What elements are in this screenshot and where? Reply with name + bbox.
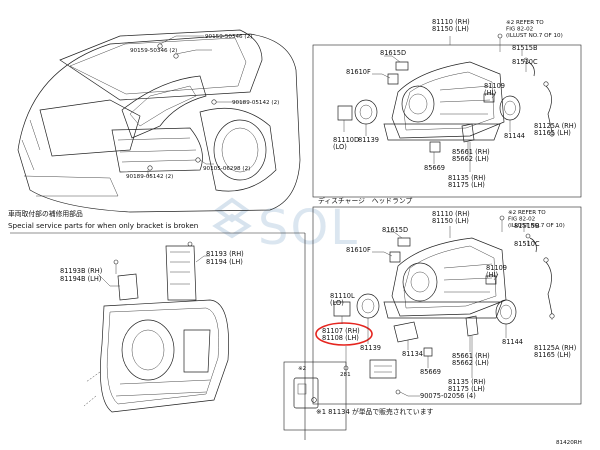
callout-90189-05142-b: 90189-05142 (2) (126, 174, 173, 180)
lower-81125a-line-2: 81165 (LH) (534, 351, 571, 359)
lower-refer-text: ※2 REFER TO FIG 82-02 (ILLUST NO.7 OF 10… (508, 210, 565, 229)
lower-81135-line-2: 81175 (LH) (448, 385, 485, 393)
upper-callout-81615d: 81615D (380, 49, 406, 57)
watermark: SOL (212, 197, 359, 256)
upper-refer-line-1: ※2 REFER TO (506, 20, 544, 26)
callout-90159-50346-a: 90159-50346 (2) (205, 34, 252, 40)
lower-callout-81510c: 81510C (514, 240, 540, 248)
lower-headlamp-box: ディスチャージ ヘッドランプ 81110 (RH) 81150 (LH) ※2 … (312, 196, 582, 405)
lower-callout-81110l: 81110L (LO) (330, 283, 360, 307)
lower-top-line-1: 81110 (RH) (432, 210, 470, 218)
upper-callout-81144: 81144 (504, 132, 525, 140)
lower-box-frame (312, 206, 582, 405)
upper-callout-81515b: 81515B (512, 44, 538, 52)
lower-callout-81109: 81109 (HI) (486, 255, 512, 279)
lower-81110l-line-1: 81110L (330, 292, 355, 300)
lower-callout-90075-02056: 90075-02056 (4) (420, 392, 476, 400)
service-parts-section: 車両取付部の補修用部品 Special service parts for wh… (8, 209, 347, 440)
lower-refer-line-1: ※2 REFER TO (508, 210, 546, 216)
upper-81125a-line-1: 81125A (RH) (534, 122, 576, 130)
discharge-headlamp-title: ディスチャージ ヘッドランプ (318, 196, 412, 205)
lower-81107-line-2: 81108 (LH) (322, 334, 359, 342)
lower-refer-line-3: (ILLUST NO.7 OF 10) (508, 223, 565, 229)
lower-callout-85661: 85661 (RH) 85662 (LH) (452, 343, 495, 367)
upper-81109-line-1: 81109 (484, 82, 505, 90)
upper-refer-note: ※2 REFER TO FIG 82-02 (ILLUST NO.7 OF 10… (497, 20, 563, 52)
upper-callout-81109: 81109 (HI) (484, 73, 510, 97)
lower-top-line-2: 81150 (LH) (432, 217, 469, 225)
lower-top-callout: 81110 (RH) 81150 (LH) (432, 201, 475, 225)
lower-81109-line-1: 81109 (486, 264, 507, 272)
lower-callout-81515b: 81515B (514, 222, 540, 230)
lower-callout-81615d: 81615D (382, 226, 408, 234)
lower-callout-85669: 85669 (420, 368, 441, 376)
highlight-ring-81107 (315, 322, 373, 346)
upper-81109-line-2: (HI) (484, 89, 496, 97)
upper-top-callout: 81110 (RH)81150 (LH) (432, 18, 470, 33)
lower-81135-line-1: 81135 (RH) (448, 378, 486, 386)
lower-callout-281: 281 (340, 372, 351, 378)
upper-81135-line-2: 81175 (LH) (448, 181, 485, 189)
upper-headlamp-box: 81110 (RH)81150 (LH) ※2 REFER TO FIG 82-… (312, 18, 582, 198)
upper-81110d-line-1: 81110D (333, 136, 359, 144)
lower-callout-81134: 81134 (402, 350, 423, 358)
lower-callout-81125a: 81125A (RH) 81165 (LH) (534, 335, 581, 359)
lower-85661-line-2: 85662 (LH) (452, 359, 489, 367)
upper-callout-85669: 85669 (424, 164, 445, 172)
callout-90189-05142-a: 90189-05142 (2) (232, 100, 279, 106)
upper-callout-81110d: 81110D (LO) (333, 127, 364, 151)
upper-85661-line-1: 85661 (RH) (452, 148, 490, 156)
upper-callout-81125a: 81125A (RH) 81165 (LH) (534, 113, 581, 137)
lower-81110l-line-2: (LO) (330, 299, 344, 307)
footnote: ※1 81134 が単品で販売されています (316, 407, 434, 416)
lower-refer-note: ※2 REFER TO FIG 82-02 (ILLUST NO.7 OF 10… (499, 210, 565, 232)
lower-callout-81610f: 81610F (346, 246, 371, 254)
callout-90105-06298: 90105-06298 (2) (203, 166, 250, 172)
vehicle-front-view: 90159-50346 (2) 90159-50346 (2) 90189-05… (17, 29, 301, 213)
upper-85661-line-2: 85662 (LH) (452, 155, 489, 163)
upper-81125a-line-2: 81165 (LH) (534, 129, 571, 137)
lower-callout-81107: 81107 (RH) 81108 (LH) (322, 318, 365, 342)
upper-callout-81610f: 81610F (346, 68, 371, 76)
lower-81125a-line-1: 81125A (RH) (534, 344, 576, 352)
lower-81109-line-2: (HI) (486, 271, 498, 279)
callout-81194-lh: 81194 (LH) (206, 258, 243, 266)
lower-85661-line-1: 85661 (RH) (452, 352, 490, 360)
upper-top-line-2: 81150 (LH) (432, 25, 469, 33)
upper-callout-81139: 81139 (358, 136, 379, 144)
ballast-cover-81134-art (393, 321, 419, 343)
upper-callout-85661: 85661 (RH) 85662 (LH) (452, 139, 495, 163)
lower-callout-81144: 81144 (502, 338, 523, 346)
lower-81107-line-1: 81107 (RH) (322, 327, 360, 335)
inset-number: ※2 (298, 366, 306, 372)
inset-box (283, 361, 347, 431)
service-parts-title-jp: 車両取付部の補修用部品 (8, 209, 83, 218)
upper-81110d-line-2: (LO) (333, 143, 347, 151)
upper-81135-line-1: 81135 (RH) (448, 174, 486, 182)
callout-81193b-rh: 81193B (RH) (60, 267, 102, 275)
watermark-logo-icon (212, 197, 252, 239)
upper-refer-text: ※2 REFER TO FIG 82-02 (ILLUST NO.7 OF 10… (506, 20, 563, 39)
upper-refer-line-3: (ILLUST NO.7 OF 10) (506, 33, 563, 39)
service-parts-title-en: Special service parts for when only brac… (8, 221, 198, 230)
figure-code: 81420RH (556, 440, 582, 446)
watermark-text: SOL (258, 200, 359, 256)
lower-callout-81139: 81139 (360, 344, 381, 352)
callout-90159-50346-b: 90159-50346 (2) (130, 48, 177, 54)
upper-callout-81135: 81135 (RH) 81175 (LH) (448, 165, 491, 189)
lower-callout-81135: 81135 (RH) 81175 (LH) (448, 369, 491, 393)
callout-81194b-lh: 81194B (LH) (60, 275, 101, 283)
upper-callout-81510c: 81510C (512, 58, 538, 66)
ballast-unit-art (369, 359, 397, 379)
callout-81193-rh: 81193 (RH) (206, 250, 244, 258)
upper-refer-line-2: FIG 82-02 (506, 27, 533, 33)
upper-box-frame (312, 44, 582, 198)
lower-refer-line-2: FIG 82-02 (508, 217, 535, 223)
